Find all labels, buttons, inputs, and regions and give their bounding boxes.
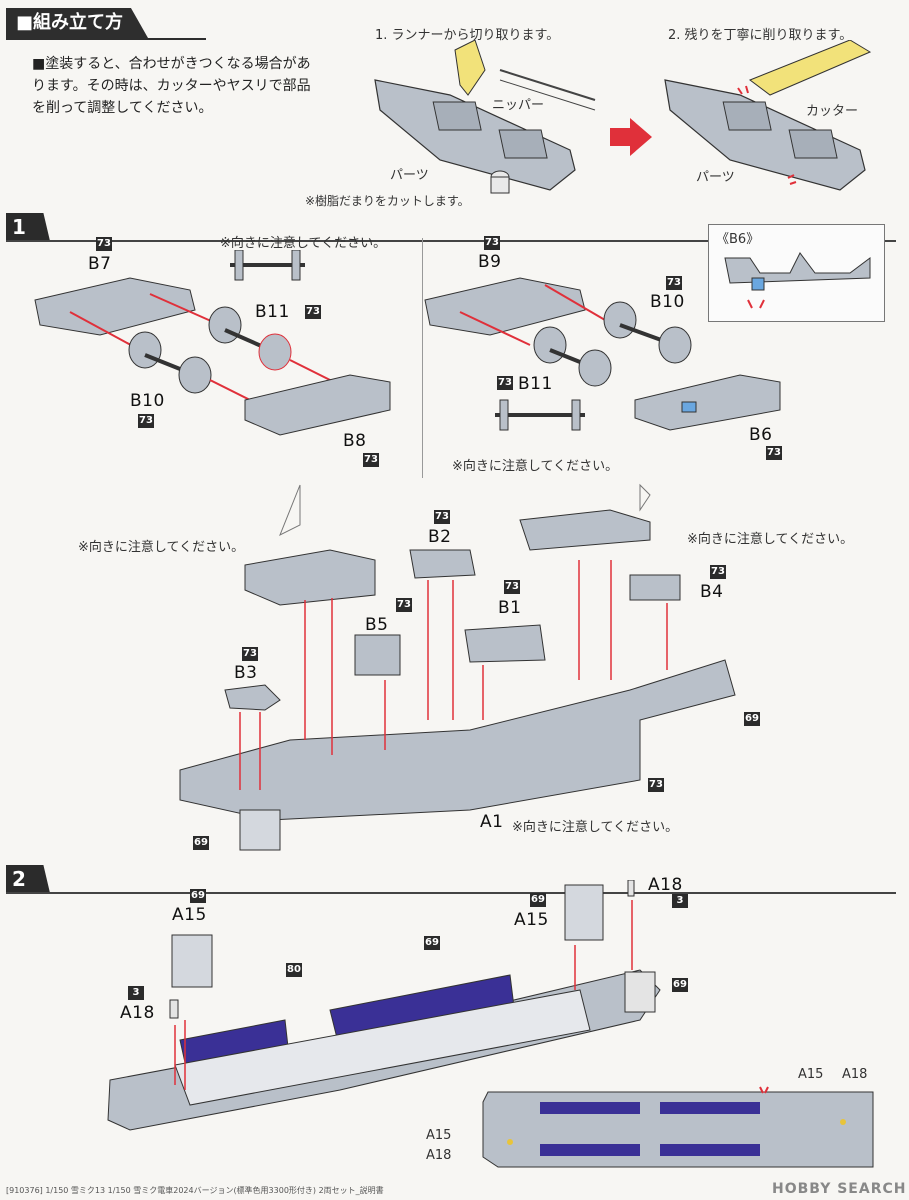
b10-left-label: B10 (130, 391, 165, 411)
bogie-left-badge: 73 (396, 598, 412, 612)
b3-badge: 73 (242, 647, 258, 661)
a18-left-label: A18 (120, 1003, 155, 1023)
b3-label: B3 (234, 663, 258, 683)
b7-label: B7 (88, 254, 112, 274)
step1-badge: 1 (6, 213, 50, 241)
caution-mid-left: ※向きに注意してください。 (78, 540, 245, 555)
b11-left-badge: 73 (305, 305, 321, 319)
nipper-label: ニッパー (492, 98, 545, 113)
a15-left-badge: 69 (190, 889, 206, 903)
caution-mid-right: ※向きに注意してください。 (687, 532, 854, 547)
step1-column-divider (422, 238, 423, 478)
paint-note-line1: ■塗装すると、合わせがきつくなる場合があ (32, 56, 311, 72)
runner-trim-illustration (664, 40, 872, 191)
a18-left-badge: 3 (128, 986, 144, 1000)
title-underline (6, 38, 206, 40)
b6-detail-illustration (724, 252, 871, 309)
b8-label: B8 (343, 431, 367, 451)
parts-label-1: パーツ (390, 168, 429, 183)
brand-watermark: HOBBY SEARCH (772, 1181, 907, 1197)
step2-divider (6, 892, 896, 894)
a15-small-right: A15 (798, 1067, 824, 1082)
a15-right-badge: 69 (530, 893, 546, 907)
b2-label: B2 (428, 527, 452, 547)
interior-assembly-illustration (107, 880, 661, 1131)
resin-note: ※樹脂だまりをカットします。 (305, 194, 470, 208)
seat-layout-plan (482, 1086, 874, 1168)
a18-right-label: A18 (648, 875, 683, 895)
body-69-badge: 69 (424, 936, 440, 950)
parts-label-2: パーツ (696, 170, 735, 185)
caution-top-left: ※向きに注意してください。 (220, 236, 387, 251)
b9-label: B9 (478, 252, 502, 272)
b1-label: B1 (498, 598, 522, 618)
b5-label: B5 (365, 615, 389, 635)
b10-left-badge: 73 (138, 414, 154, 428)
step-trim-label: 2. 残りを丁寧に削り取ります。 (668, 28, 853, 43)
footer-note: [910376] 1/150 雪ミク13 1/150 雪ミク電車2024バージョ… (6, 1186, 384, 1195)
a1-69-badge: 69 (744, 712, 760, 726)
step1-divider (6, 240, 896, 242)
a15-right-label: A15 (514, 910, 549, 930)
tail-69-badge: 69 (193, 836, 209, 850)
section-title: ■組み立て方 (6, 8, 148, 38)
b11-left-label: B11 (255, 302, 290, 322)
b10-right-badge: 73 (666, 276, 682, 290)
caution-right: ※向きに注意してください。 (452, 459, 619, 474)
b6-label: B6 (749, 425, 773, 445)
a18-right-badge: 3 (672, 894, 688, 908)
end-69-badge: 69 (672, 978, 688, 992)
step-cut-label: 1. ランナーから切り取ります。 (375, 28, 560, 43)
b9-runner-badge: 73 (484, 236, 500, 250)
paint-note-line3: を削って調整してください。 (32, 100, 213, 116)
a18-small-left: A18 (426, 1148, 452, 1163)
a18-small-right: A18 (842, 1067, 868, 1082)
chassis-assembly-illustration (179, 483, 736, 851)
right-bogie-illustration (424, 277, 781, 431)
step2-badge: 2 (6, 865, 50, 893)
caution-a1: ※向きに注意してください。 (512, 820, 679, 835)
axle-b10-left (128, 331, 212, 394)
paint-note-line2: ります。その時は、カッターやヤスリで部品 (32, 78, 311, 94)
b4-badge: 73 (710, 565, 726, 579)
b6-badge: 73 (766, 446, 782, 460)
a15-small-left: A15 (426, 1128, 452, 1143)
b4-label: B4 (700, 582, 724, 602)
runner-cut-illustration (374, 40, 596, 194)
b8-badge: 73 (363, 453, 379, 467)
a1-badge: 73 (648, 778, 664, 792)
left-bogie-illustration (34, 250, 391, 436)
b1-badge: 73 (504, 580, 520, 594)
b11-right-label: B11 (518, 374, 553, 394)
red-arrow-icon (610, 118, 652, 156)
cutter-label: カッター (806, 104, 859, 119)
a1-label: A1 (480, 812, 504, 832)
seat-80-badge: 80 (286, 963, 302, 977)
b10-right-label: B10 (650, 292, 685, 312)
b7-runner-badge: 73 (96, 237, 112, 251)
b6-inset-title: 《B6》 (716, 232, 760, 247)
b11-right-badge: 73 (497, 376, 513, 390)
a15-left-label: A15 (172, 905, 207, 925)
b2-badge: 73 (434, 510, 450, 524)
